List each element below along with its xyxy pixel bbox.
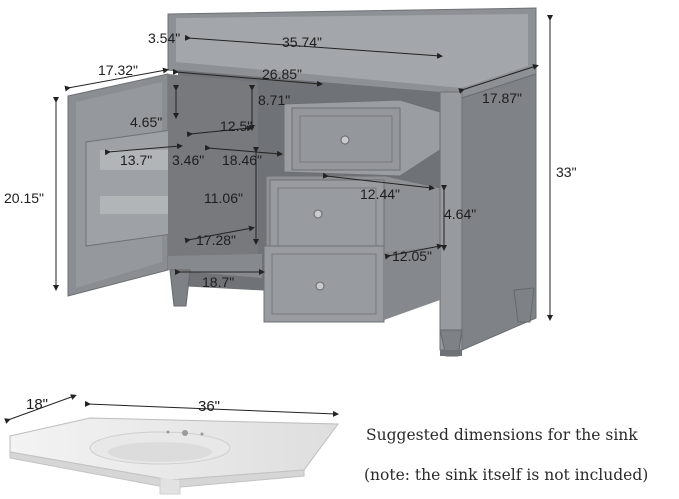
dim-rail-height: 8.71" <box>258 92 291 108</box>
dim-drawer-height: 4.64" <box>444 206 477 222</box>
dim-drawer-depth: 12.44" <box>360 186 401 202</box>
dim-shelf-gap: 12.5" <box>220 118 253 134</box>
dim-door-width: 17.32" <box>98 62 139 78</box>
dim-drawer-bottom-depth: 12.05" <box>392 248 433 264</box>
dim-door-height: 20.15" <box>4 190 45 206</box>
dim-top-depth: 3.54" <box>148 30 181 46</box>
sink-note: (note: the sink itself is not included) <box>364 466 649 484</box>
dim-side-depth: 17.87" <box>482 90 523 106</box>
sink-illustration <box>9 417 339 495</box>
dim-interior-height: 11.06" <box>204 190 243 206</box>
dim-shelf-width: 13.7" <box>120 152 153 168</box>
dimension-lines <box>53 15 553 321</box>
sink-depth-label: 18" <box>26 396 49 413</box>
dim-shelf-top: 4.65" <box>130 114 163 130</box>
dim-interior-depth: 18.46" <box>222 152 263 168</box>
sink-dimension-lines <box>4 394 339 424</box>
dim-height: 33" <box>556 164 577 180</box>
sink-width-label: 36" <box>198 398 221 415</box>
dim-inner-opening: 26.85" <box>262 66 303 82</box>
sink-caption: Suggested dimensions for the sink <box>366 426 638 444</box>
dim-bottom-depth: 17.28" <box>196 232 237 248</box>
dim-floor-width: 18.7" <box>202 274 235 290</box>
dim-shelf-depth: 3.46" <box>172 152 205 168</box>
dim-top-width: 35.74" <box>282 34 323 50</box>
vanity-cabinet <box>67 7 537 357</box>
